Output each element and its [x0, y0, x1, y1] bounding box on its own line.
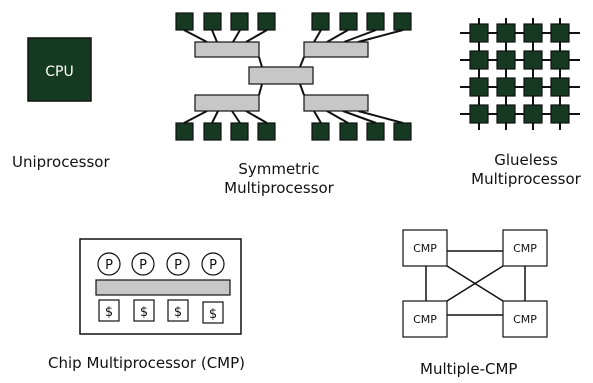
glueless-processor: [469, 77, 489, 97]
cmp-core-label: P: [105, 258, 113, 273]
glueless-processors: [469, 23, 570, 124]
multi-cmp-links: [425, 250, 526, 316]
multi-cmp-group: CMP CMP CMP CMP: [402, 229, 548, 338]
glueless-processor: [550, 23, 570, 43]
smp-wires: [183, 29, 404, 124]
smp-processor: [230, 12, 249, 31]
glueless-processor: [496, 50, 516, 70]
glueless-processor: [523, 50, 543, 70]
smp-bottom-processors: [175, 122, 412, 141]
cmp-core: [166, 252, 190, 276]
glueless-processor: [523, 104, 543, 124]
cmp-node-label: CMP: [413, 313, 437, 326]
glueless-processor: [496, 23, 516, 43]
multi-cmp-caption: Multiple-CMP: [420, 360, 518, 378]
smp-interconnect: [194, 41, 369, 112]
cmp-caches: [98, 299, 224, 324]
cmp-node-label: CMP: [413, 242, 437, 255]
glueless-processor: [523, 77, 543, 97]
cmp-cache: [202, 301, 224, 324]
cmp-node-label: CMP: [513, 313, 537, 326]
cmp-cache-label: $: [105, 305, 113, 320]
smp-processor: [203, 12, 222, 31]
uniprocessor-caption: Uniprocessor: [12, 153, 110, 171]
cmp-node-bottom-right: [502, 300, 548, 338]
uniprocessor-group: CPU: [27, 37, 92, 102]
smp-processor: [175, 12, 194, 31]
glueless-processor: [550, 50, 570, 70]
glueless-processor: [550, 77, 570, 97]
smp-processor: [257, 12, 276, 31]
glueless-caption-line1: Glueless: [494, 151, 558, 169]
cmp-core: [97, 252, 121, 276]
smp-central-switch: [248, 66, 314, 85]
smp-caption-line1: Symmetric: [238, 160, 320, 178]
cmp-cache-label: $: [174, 305, 182, 320]
cmp-node-top-left: [402, 229, 448, 267]
smp-group: [175, 12, 412, 141]
cmp-core-label: P: [174, 258, 182, 273]
cmp-cache-label: $: [209, 307, 217, 322]
cmp-caption: Chip Multiprocessor (CMP): [48, 354, 246, 372]
cpu-chip: [27, 37, 92, 102]
glueless-processor: [469, 50, 489, 70]
smp-processor: [257, 122, 276, 141]
glueless-processor: [469, 104, 489, 124]
cmp-cache-label: $: [140, 305, 148, 320]
cmp-core: [201, 252, 225, 276]
glueless-caption-line2: Multiprocessor: [471, 170, 581, 188]
smp-processor: [366, 122, 385, 141]
smp-processor: [393, 12, 412, 31]
glueless-processor: [496, 104, 516, 124]
smp-processor: [339, 12, 358, 31]
smp-top-processors: [175, 12, 412, 31]
glueless-processor: [550, 104, 570, 124]
glueless-processor: [496, 77, 516, 97]
smp-processor: [311, 12, 330, 31]
cmp-cache: [98, 299, 120, 322]
cmp-core-label: P: [139, 258, 147, 273]
glueless-processor: [469, 23, 489, 43]
smp-bus-top-right: [303, 41, 369, 58]
cmp-core-label: P: [209, 258, 217, 273]
smp-processor: [175, 122, 194, 141]
cmp-node-label: CMP: [513, 242, 537, 255]
smp-bus-bottom-right: [303, 94, 369, 112]
smp-caption-line2: Multiprocessor: [224, 179, 334, 197]
cmp-core: [131, 252, 155, 276]
smp-processor: [230, 122, 249, 141]
cmp-cache: [167, 299, 189, 322]
smp-processor: [311, 122, 330, 141]
smp-processor: [203, 122, 222, 141]
cmp-cache: [133, 299, 155, 322]
smp-processor: [393, 122, 412, 141]
glueless-group: [460, 18, 580, 130]
cmp-node-bottom-left: [402, 300, 448, 338]
cmp-group: P P P P $ $ $ $: [79, 238, 242, 335]
smp-bus-bottom-left: [194, 94, 260, 112]
cmp-shared-bus: [95, 279, 231, 296]
cpu-label: CPU: [45, 64, 73, 80]
multi-cmp-nodes: [402, 229, 548, 338]
smp-bus-top-left: [194, 41, 260, 58]
glueless-processor: [523, 23, 543, 43]
smp-processor: [366, 12, 385, 31]
smp-processor: [339, 122, 358, 141]
cmp-cores: [97, 252, 225, 276]
cmp-node-top-right: [502, 229, 548, 267]
